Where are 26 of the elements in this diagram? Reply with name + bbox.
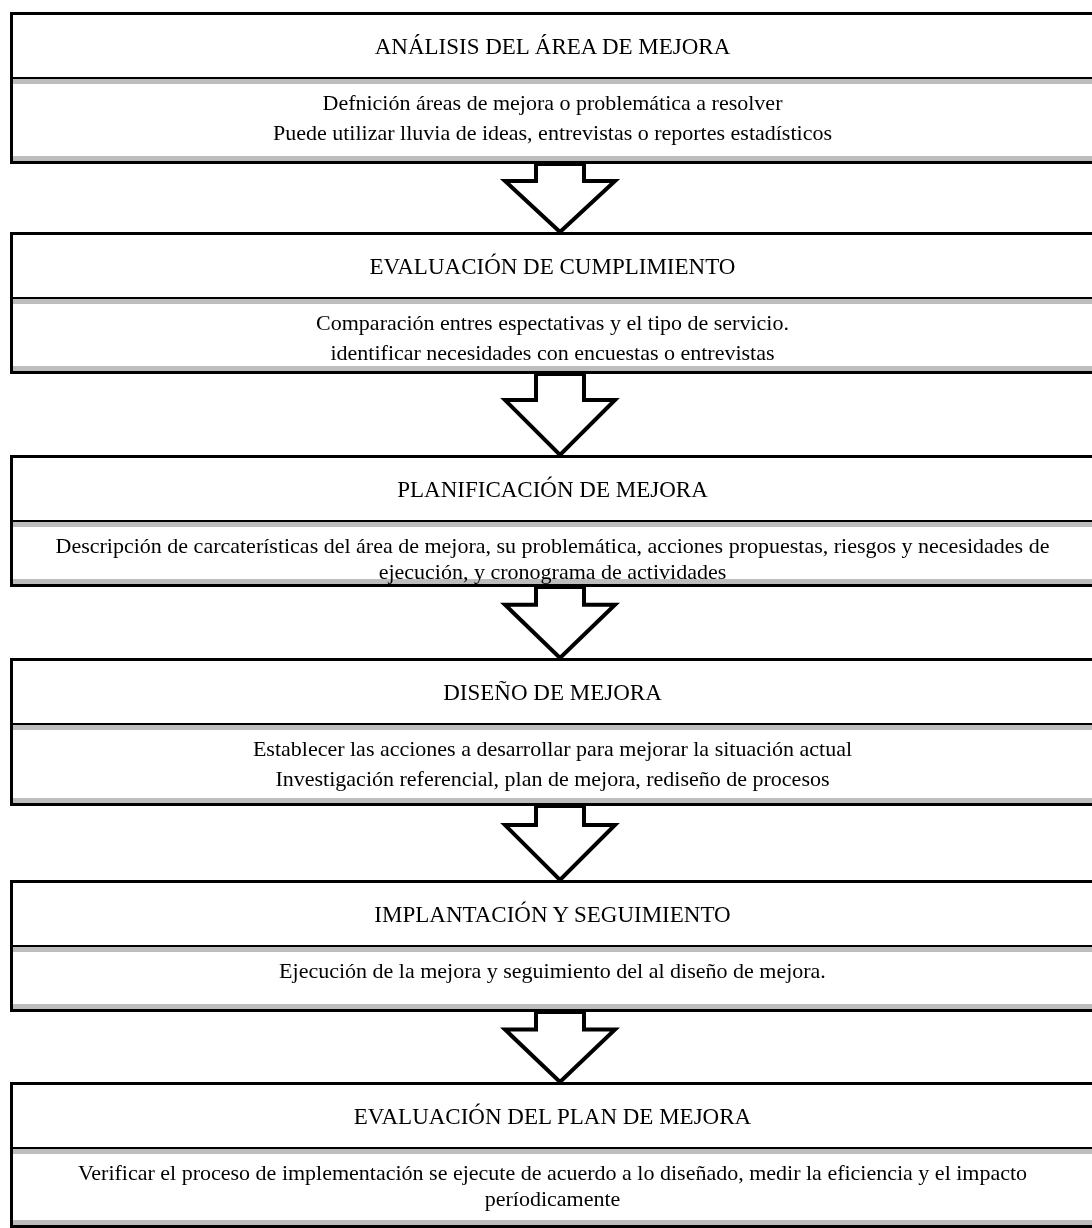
block-arrow (500, 372, 620, 458)
process-box (10, 12, 1092, 164)
process-box (10, 880, 1092, 1012)
block-arrow (500, 585, 620, 661)
step-description: Ejecución de la mejora y seguimiento del al diseño de mejora. (278, 958, 827, 985)
process-box (10, 1082, 1092, 1228)
step-heading: IMPLANTACIÓN Y SEGUIMIENTO (13, 883, 1092, 952)
process-box (10, 658, 1092, 806)
step-heading: ANÁLISIS DEL ÁREA DE MEJORA (13, 15, 1092, 84)
step-heading: EVALUACIÓN DE CUMPLIMIENTO (13, 235, 1092, 304)
block-arrow (499, 162, 621, 235)
step-description: Puede utilizar lluvia de ideas, entrevistas o reportes estadísticos (272, 120, 833, 147)
step-description: Establecer las acciones a desarrollar para mejorar la situación actual (251, 736, 854, 763)
process-box (10, 455, 1092, 587)
block-arrow (500, 1010, 620, 1085)
step-heading: DISEÑO DE MEJORA (13, 661, 1092, 730)
step-description: identificar necesidades con encuestas o entrevistas (329, 340, 776, 367)
step-description: Comparación entres espectativas y el tipo de servicio. (315, 310, 790, 337)
step-heading: EVALUACIÓN DEL PLAN DE MEJORA (13, 1085, 1092, 1154)
step-description: Verificar el proceso de implementación se ejecute de acuerdo a lo diseñado, medir la eficiencia y el impacto períodicamente (76, 1160, 1029, 1213)
step-description: Descripción de carcaterísticas del área de mejora, su problemática, acciones propuestas, riesgos y necesidades de ejecución, y cronograma de actividades (54, 533, 1051, 586)
step-description: Investigación referencial, plan de mejora, rediseño de procesos (274, 766, 831, 793)
block-arrow (500, 804, 620, 883)
step-description: Defnición áreas de mejora o problemática a resolver (321, 90, 784, 117)
process-box (10, 232, 1092, 374)
step-heading: PLANIFICACIÓN DE MEJORA (13, 458, 1092, 527)
